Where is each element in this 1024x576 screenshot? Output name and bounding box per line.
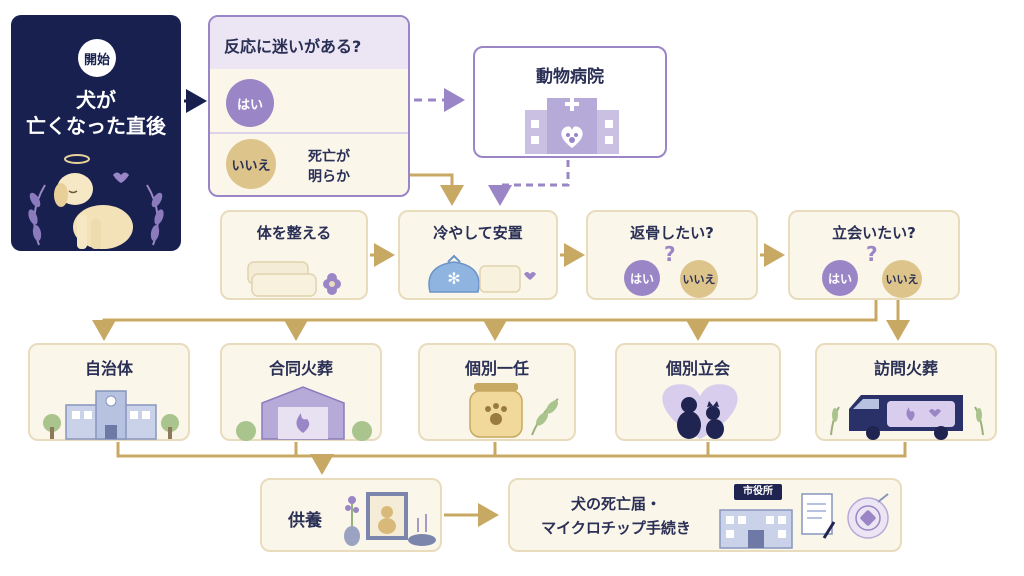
final-memorial: 供養 bbox=[260, 478, 442, 552]
vet-card: 動物病院 bbox=[473, 46, 667, 158]
no-circle: いいえ bbox=[226, 139, 276, 189]
bones-no: いいえ bbox=[680, 260, 718, 298]
option-individual-entrust: 個別一任 bbox=[418, 343, 576, 441]
crematorium-icon bbox=[236, 386, 372, 441]
start-title: 犬が 亡くなった直後 bbox=[26, 88, 166, 138]
procedures-text: 犬の死亡届・ マイクロチップ手続き bbox=[541, 495, 691, 537]
step-cool-rest: 冷やして安置 ✻ bbox=[398, 210, 558, 300]
step-attend-question: 立会いたい? ? はい いいえ bbox=[788, 210, 960, 300]
ice-pack-icon: ✻ bbox=[428, 254, 536, 293]
document-icon bbox=[801, 493, 836, 539]
no-result-text: 死亡が 明らか bbox=[308, 149, 350, 185]
step-prepare-body: 体を整える bbox=[220, 210, 368, 300]
city-hall-icon bbox=[719, 509, 793, 549]
urn-icon bbox=[469, 383, 559, 438]
towel-icon bbox=[247, 261, 341, 297]
attend-yes: はい bbox=[822, 260, 858, 296]
memorial-altar-icon bbox=[344, 492, 436, 546]
question-header bbox=[210, 17, 408, 69]
hospital-icon bbox=[525, 97, 619, 154]
svg-text:✻: ✻ bbox=[447, 269, 460, 288]
cremation-van-icon bbox=[830, 395, 984, 440]
vet-title: 動物病院 bbox=[536, 67, 604, 87]
option-individual-attend: 個別立会 bbox=[615, 343, 781, 441]
microchip-icon bbox=[847, 493, 889, 539]
dog-angel-icon bbox=[28, 154, 164, 249]
start-badge: 開始 bbox=[78, 39, 116, 77]
arrow-question-to-cool bbox=[408, 173, 464, 206]
attend-no: いいえ bbox=[882, 260, 922, 298]
arrow-vet-to-cool bbox=[488, 160, 570, 206]
question-title: 反応に迷いがある? bbox=[224, 37, 362, 56]
dog-cat-heart-icon bbox=[662, 384, 738, 439]
step-bones-question: 返骨したい? ? はい いいえ bbox=[586, 210, 758, 300]
start-card: 開始 犬が 亡くなった直後 bbox=[11, 15, 181, 251]
option-municipal: 自治体 bbox=[28, 343, 190, 441]
question-reaction-card: 反応に迷いがある? はい いいえ 死亡が 明らか bbox=[208, 15, 410, 197]
bones-yes: はい bbox=[624, 260, 660, 296]
collecting-line bbox=[116, 442, 907, 458]
final-procedures: 犬の死亡届・ マイクロチップ手続き 市役所 bbox=[508, 478, 902, 552]
city-hall-sign: 市役所 bbox=[734, 484, 782, 500]
city-building-icon bbox=[43, 390, 179, 440]
yes-circle: はい bbox=[226, 79, 274, 127]
option-joint: 合同火葬 bbox=[220, 343, 382, 441]
option-visiting: 訪問火葬 bbox=[815, 343, 997, 441]
distribution-line bbox=[92, 298, 878, 341]
